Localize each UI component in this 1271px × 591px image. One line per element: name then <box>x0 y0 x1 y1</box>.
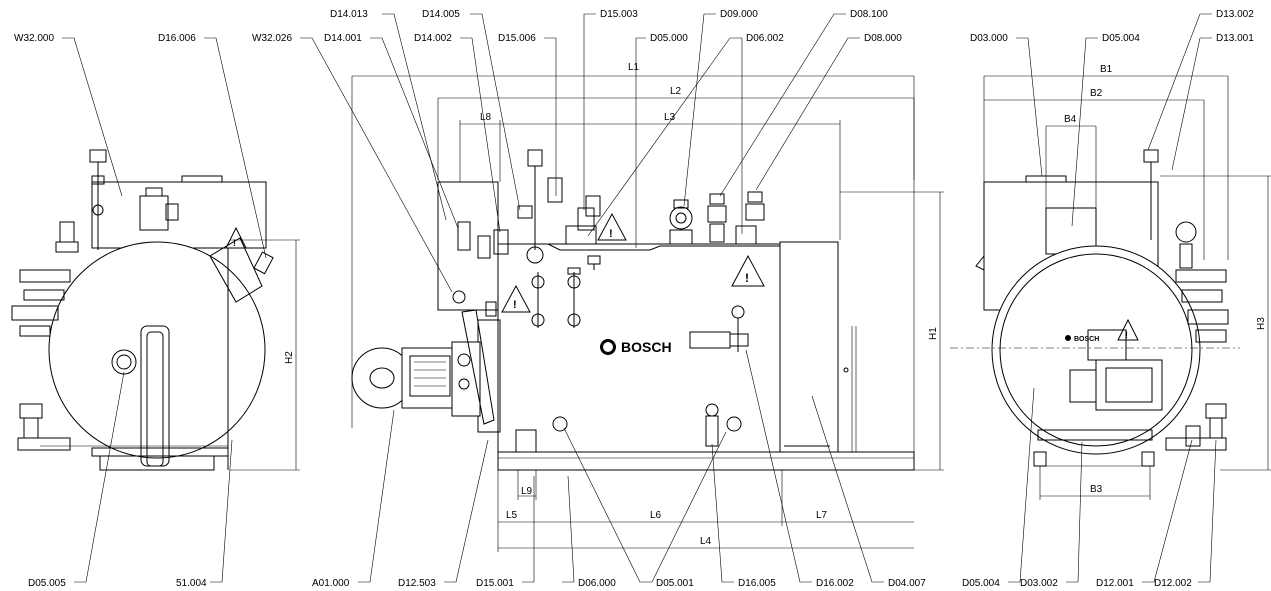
dim-label-l9: L9 <box>521 486 533 497</box>
label-d05-000: D05.000 <box>650 33 688 44</box>
label-d14-005: D14.005 <box>422 9 460 20</box>
side-view: ! ! ! BOSCH <box>351 76 915 471</box>
label-w32-000: W32.000 <box>14 33 54 44</box>
label-d08-000: D08.000 <box>864 33 902 44</box>
label-d14-001: D14.001 <box>324 33 362 44</box>
left-valve-stack <box>11 149 179 451</box>
label-d05-005: D05.005 <box>28 578 66 589</box>
svg-text:!: ! <box>1125 330 1128 340</box>
callout-leaders <box>62 13 1217 583</box>
label-d16-002: D16.002 <box>816 578 854 589</box>
svg-text:!: ! <box>233 238 236 248</box>
label-w32-026: W32.026 <box>252 33 292 44</box>
water-level-gauges <box>531 255 601 328</box>
dim-label-b3: B3 <box>1090 484 1103 495</box>
dimensions-side-view: L1 L2 L8 L3 H1 L9 L5 L6 L7 L4 <box>352 62 944 552</box>
svg-text:!: ! <box>745 271 749 285</box>
right-front-view: ! BOSCH <box>950 149 1240 467</box>
label-d16-005: D16.005 <box>738 578 776 589</box>
label-51-004: 51.004 <box>176 578 207 589</box>
label-d12-001: D12.001 <box>1096 578 1134 589</box>
dim-label-b1: B1 <box>1100 64 1113 75</box>
label-d05-004-bottom: D05.004 <box>962 578 1000 589</box>
label-d14-013: D14.013 <box>330 9 368 20</box>
label-d09-000: D09.000 <box>720 9 758 20</box>
dim-label-l6: L6 <box>650 510 662 521</box>
label-d04-007: D04.007 <box>888 578 926 589</box>
dimensions-front-view: B1 B2 B4 B3 H3 <box>983 64 1271 500</box>
dim-label-l3: L3 <box>664 112 676 123</box>
label-d13-002: D13.002 <box>1216 9 1254 20</box>
valve-assembly-left <box>517 149 601 264</box>
label-d05-004-top: D05.004 <box>1102 33 1140 44</box>
dim-label-b4: B4 <box>1064 114 1077 125</box>
dimension-h2: H2 <box>230 239 300 471</box>
label-d05-001: D05.001 <box>656 578 694 589</box>
dim-label-h2: H2 <box>284 351 295 364</box>
label-d13-001: D13.001 <box>1216 33 1254 44</box>
label-d12-503: D12.503 <box>398 578 436 589</box>
dim-label-h3: H3 <box>1256 317 1267 330</box>
svg-text:!: ! <box>513 299 517 311</box>
label-d16-006: D16.006 <box>158 33 196 44</box>
callout-labels: D14.013 D14.005 D15.003 D09.000 D08.100 … <box>14 9 1254 589</box>
label-d03-000: D03.000 <box>970 33 1008 44</box>
label-d08-100: D08.100 <box>850 9 888 20</box>
brand-text: BOSCH <box>621 339 672 355</box>
dim-label-l5: L5 <box>506 510 518 521</box>
dim-label-b2: B2 <box>1090 88 1103 99</box>
dim-label-l8: L8 <box>480 112 492 123</box>
label-d15-006: D15.006 <box>498 33 536 44</box>
dim-label-l1: L1 <box>628 62 640 73</box>
dim-label-l2: L2 <box>670 86 682 97</box>
left-end-view: ! <box>11 149 274 471</box>
label-d15-001: D15.001 <box>476 578 514 589</box>
svg-text:!: ! <box>609 228 613 240</box>
dim-label-l7: L7 <box>816 510 828 521</box>
label-d03-002: D03.002 <box>1020 578 1058 589</box>
dim-label-h1: H1 <box>928 327 939 340</box>
label-d12-002: D12.002 <box>1154 578 1192 589</box>
brand-text-front: BOSCH <box>1074 336 1099 343</box>
dim-label-l4: L4 <box>700 536 712 547</box>
burner <box>351 309 495 425</box>
label-a01-000: A01.000 <box>312 578 350 589</box>
label-d06-002: D06.002 <box>746 33 784 44</box>
top-instruments <box>669 191 765 245</box>
brand-logo: BOSCH <box>600 339 672 355</box>
label-d15-003: D15.003 <box>600 9 638 20</box>
label-d06-000: D06.000 <box>578 578 616 589</box>
label-d14-002: D14.002 <box>414 33 452 44</box>
